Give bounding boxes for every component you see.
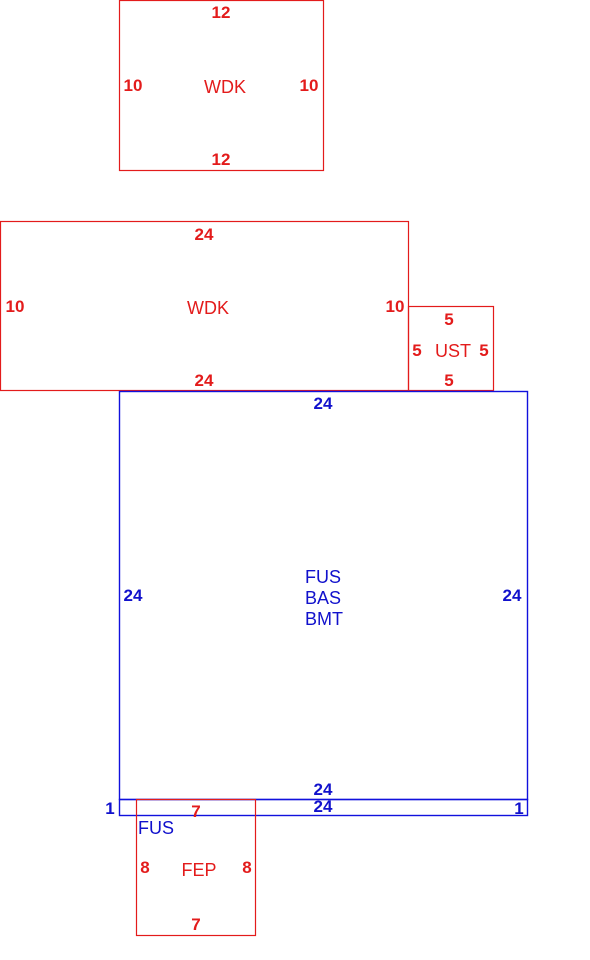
fus-strip-outline xyxy=(118,798,529,817)
ust-dim-right: 5 xyxy=(479,341,488,360)
ust-dim-bottom: 5 xyxy=(444,371,453,390)
fus-strip-dim-right: 1 xyxy=(514,799,523,818)
ust-dim-left: 5 xyxy=(412,341,421,360)
fep-dim-right: 8 xyxy=(242,858,251,877)
wdk-top-dim-left: 10 xyxy=(124,76,143,95)
wdk-main-dim-top: 24 xyxy=(195,225,214,244)
main-house-label-fus: FUS xyxy=(305,567,341,587)
wdk-top-label: WDK xyxy=(204,77,246,97)
fep-area: 7 7 8 8 FEP xyxy=(135,798,257,937)
main-house-label-bmt: BMT xyxy=(305,609,343,629)
wdk-top-outline xyxy=(118,0,325,172)
fep-dim-left: 8 xyxy=(140,858,149,877)
main-house-dim-bottom: 24 xyxy=(314,780,333,799)
ust-area: 5 5 5 5 UST xyxy=(407,305,495,392)
fus-strip-dim-top: 24 xyxy=(314,797,333,816)
wdk-main-label: WDK xyxy=(187,298,229,318)
wdk-main-dim-right: 10 xyxy=(386,297,405,316)
wdk-main-area: 24 24 10 10 WDK xyxy=(0,220,410,392)
main-house-area: 24 24 24 24 FUS BAS BMT xyxy=(118,390,529,801)
fep-dim-bottom: 7 xyxy=(191,915,200,934)
wdk-top-dim-right: 10 xyxy=(300,76,319,95)
ust-dim-top: 5 xyxy=(444,310,453,329)
main-house-label-bas: BAS xyxy=(305,588,341,608)
fus-strip-dim-left: 1 xyxy=(105,799,114,818)
fus-strip-label: FUS xyxy=(138,818,174,838)
fep-label: FEP xyxy=(181,860,216,880)
wdk-top-area: 12 12 10 10 WDK xyxy=(118,0,325,172)
ust-label: UST xyxy=(435,341,471,361)
ust-outline xyxy=(407,305,495,392)
main-house-dim-right: 24 xyxy=(503,586,522,605)
main-house-dim-left: 24 xyxy=(124,586,143,605)
wdk-main-dim-bottom: 24 xyxy=(195,371,214,390)
fus-strip-area: 24 1 1 FUS xyxy=(105,797,529,838)
main-house-dim-top: 24 xyxy=(314,394,333,413)
wdk-top-dim-top: 12 xyxy=(212,3,231,22)
fep-dim-top: 7 xyxy=(191,802,200,821)
fep-outline xyxy=(135,798,257,937)
wdk-top-dim-bottom: 12 xyxy=(212,150,231,169)
wdk-main-dim-left: 10 xyxy=(6,297,25,316)
